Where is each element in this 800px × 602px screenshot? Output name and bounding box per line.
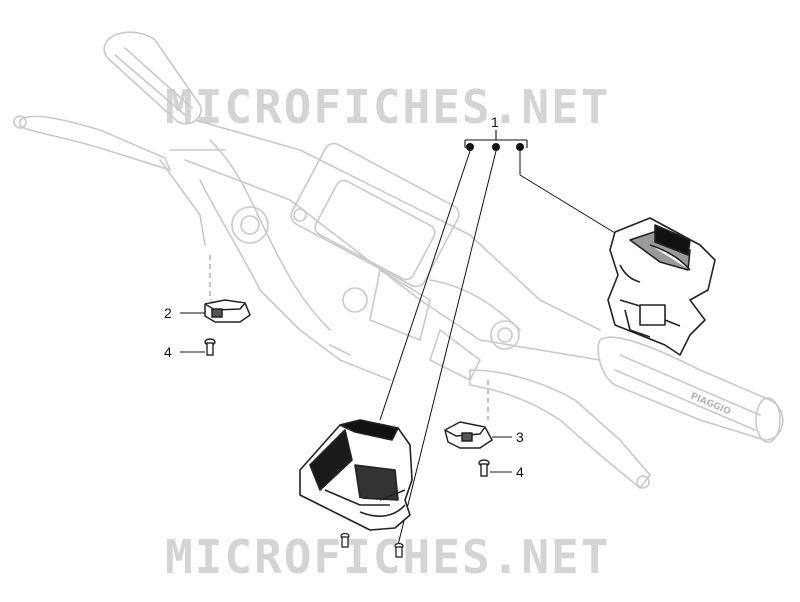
callout-3-label: 3 xyxy=(516,429,524,445)
watermark-top: MICROFICHES.NET xyxy=(165,80,611,134)
callout-1-dot-right xyxy=(516,143,524,151)
callout-1-dot-mid xyxy=(492,143,500,151)
callout-4-left-label: 4 xyxy=(164,344,172,360)
callout-1-label: 1 xyxy=(491,114,499,130)
callout-1-dot-left xyxy=(466,143,474,151)
callout-4-right-label: 4 xyxy=(516,464,524,480)
right-switch-housing xyxy=(607,217,716,356)
watermark-bottom: MICROFICHES.NET xyxy=(165,530,611,584)
housing-screws xyxy=(340,532,404,558)
callout-1-bracket xyxy=(464,130,528,148)
callout-2-label: 2 xyxy=(164,305,172,321)
callout-1-leaders xyxy=(379,150,616,546)
left-switch-housing xyxy=(299,419,413,531)
part-3-right-stop-switch xyxy=(444,421,493,449)
part-4-screw-right xyxy=(478,459,490,477)
assembly-guides xyxy=(209,255,489,420)
part-2-left-stop-switch xyxy=(204,299,251,323)
part-4-screw-left xyxy=(204,338,216,356)
